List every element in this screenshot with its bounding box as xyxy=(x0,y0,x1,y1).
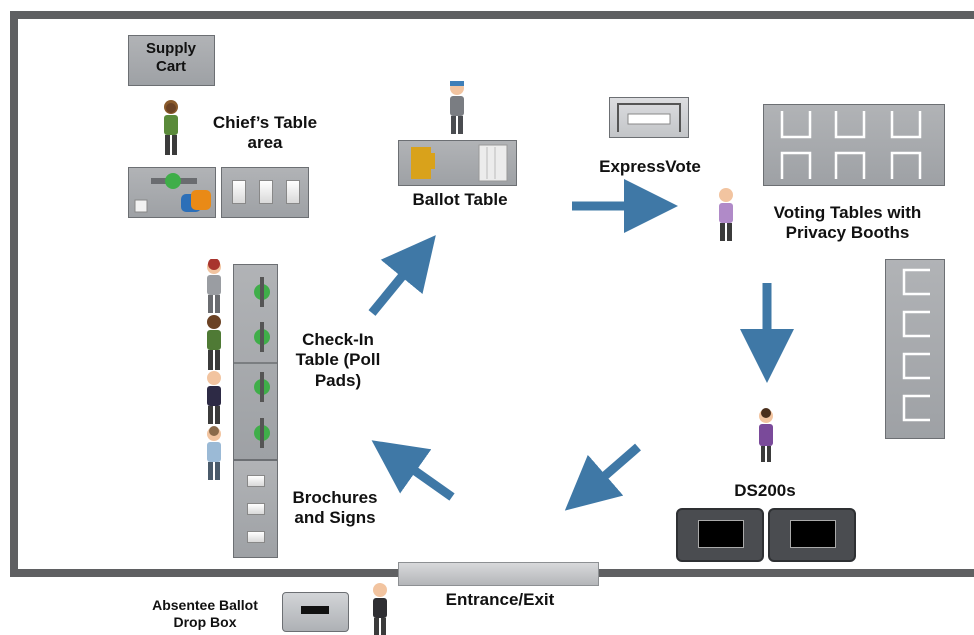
privacy-booth-column xyxy=(885,259,945,439)
scanner-icon xyxy=(676,508,764,562)
person-icon xyxy=(207,371,221,424)
person-icon xyxy=(719,188,733,241)
arrow-icon xyxy=(564,443,641,511)
arrow-icon xyxy=(368,235,436,316)
poll-pad-icon xyxy=(134,173,211,213)
expressvote-icon xyxy=(617,103,681,132)
person-icon xyxy=(207,259,221,313)
check-in-label: Check-In Table (Poll Pads) xyxy=(295,330,381,390)
chiefs-table-label: Chief’s Table area xyxy=(212,113,318,153)
person-icon xyxy=(164,100,178,155)
check-in-table xyxy=(233,264,278,460)
expressvote-label: ExpressVote xyxy=(599,157,701,176)
supply-cart-label: Supply Cart xyxy=(145,40,196,75)
voting-tables-label: Voting Tables with Privacy Booths xyxy=(773,203,922,243)
poll-pad-icon-column xyxy=(234,277,277,448)
brochures-table xyxy=(233,460,278,558)
person-icon xyxy=(207,426,221,480)
brochures-label: Brochures and Signs xyxy=(292,488,378,528)
chiefs-table xyxy=(128,167,216,218)
arrow-icon xyxy=(371,440,455,501)
entrance-label: Entrance/Exit xyxy=(445,590,555,609)
ballot-table xyxy=(398,140,517,186)
entrance-door xyxy=(398,562,599,586)
person-icon xyxy=(207,315,221,370)
privacy-booth-icon-vertical xyxy=(902,268,930,422)
person-icon xyxy=(759,408,773,462)
absentee-drop-box xyxy=(282,592,349,632)
ballot-table-label: Ballot Table xyxy=(412,190,508,209)
ballot-stack-icon xyxy=(411,144,508,182)
voting-tables xyxy=(763,104,945,186)
chiefs-table-papers xyxy=(221,167,309,218)
absentee-label: Absentee Ballot Drop Box xyxy=(152,597,258,630)
scanner-icon xyxy=(768,508,856,562)
expressvote-machine xyxy=(609,97,689,138)
ds200-label: DS200s xyxy=(734,481,796,500)
person-icon xyxy=(373,583,387,635)
person-icon xyxy=(450,81,464,134)
supply-cart: Supply Cart xyxy=(128,35,215,86)
privacy-booth-icon xyxy=(780,111,922,179)
